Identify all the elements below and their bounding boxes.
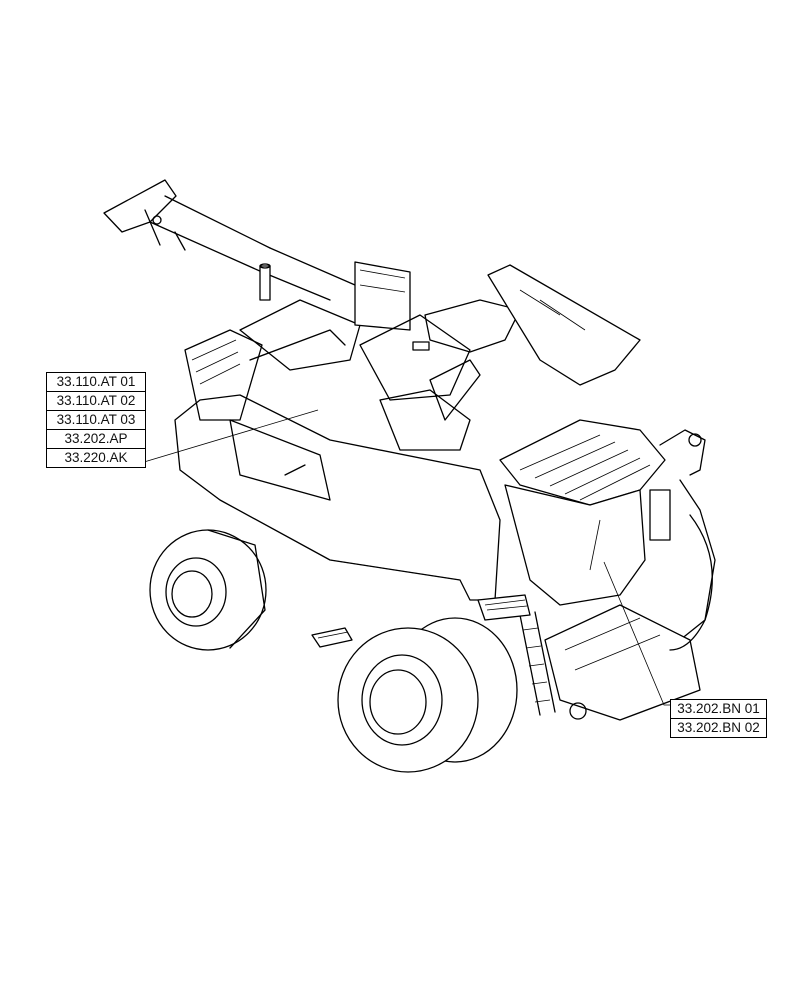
side-ladder — [477, 594, 556, 716]
rear-spreader — [544, 604, 701, 721]
light-bracket — [649, 429, 716, 641]
rear-hood — [499, 419, 666, 606]
part-ref-link[interactable]: 33.110.AT 01 — [47, 373, 145, 392]
left-step — [311, 627, 353, 648]
leader-line-left — [143, 409, 319, 463]
cab-canopy — [354, 261, 641, 401]
engine-deck-rails — [184, 299, 361, 421]
leader-line-right — [603, 561, 670, 706]
callout-box-left: 33.110.AT 01 33.110.AT 02 33.110.AT 03 3… — [46, 372, 146, 468]
part-ref-link[interactable]: 33.110.AT 03 — [47, 411, 145, 430]
right-rear-wheel — [337, 617, 518, 773]
unloading-auger — [103, 179, 356, 301]
part-ref-link[interactable]: 33.202.BN 02 — [677, 720, 760, 735]
part-ref-link[interactable]: 33.110.AT 02 — [47, 392, 145, 411]
exhaust-stack — [259, 263, 271, 301]
right-side-wheel — [669, 514, 713, 651]
part-ref-link[interactable]: 33.202.BN 01 — [671, 700, 766, 719]
left-rear-wheel — [149, 529, 267, 651]
callout-box-right: 33.202.BN 01 33.202.BN 02 — [670, 699, 767, 738]
part-ref-link[interactable]: 33.202.AP — [47, 430, 145, 449]
part-ref-link[interactable]: 33.220.AK — [64, 450, 128, 465]
